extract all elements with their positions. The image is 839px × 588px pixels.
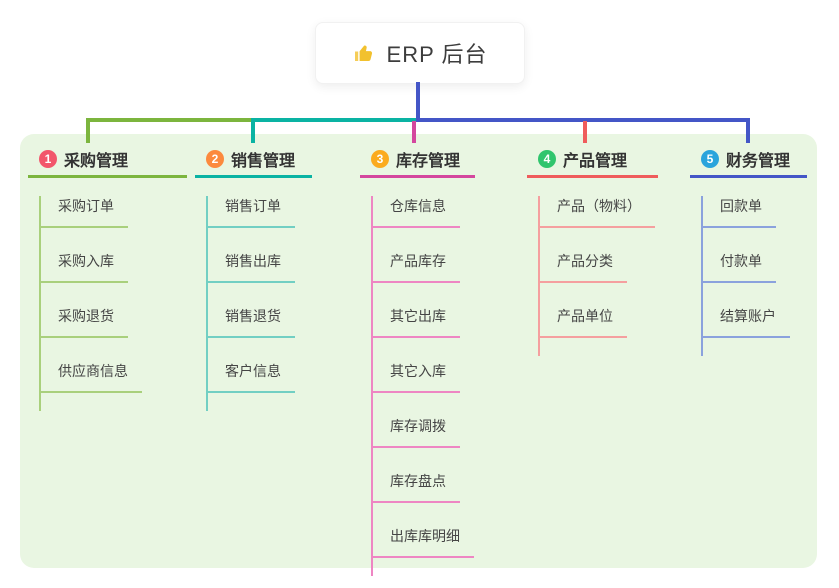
child-node[interactable]: 回款单 (703, 196, 776, 228)
child-node-label: 采购入库 (58, 253, 114, 269)
child-node-label: 产品库存 (390, 253, 446, 269)
child-node[interactable]: 销售订单 (208, 196, 295, 228)
child-node-label: 客户信息 (225, 363, 281, 379)
branch-children-group: 产品（物料） 产品分类 产品单位 (538, 196, 658, 356)
root-node-label: ERP 后台 (386, 42, 488, 67)
connector-branch1-horizontal (86, 118, 255, 122)
child-node-label: 仓库信息 (390, 198, 446, 214)
child-node-label: 库存调拨 (390, 418, 446, 434)
child-node-label: 产品（物料） (557, 198, 641, 214)
root-node[interactable]: ERP 后台 (315, 22, 525, 84)
child-node[interactable]: 采购订单 (41, 196, 128, 228)
root-connector-line (416, 82, 420, 118)
child-node[interactable]: 采购入库 (41, 251, 128, 283)
child-node[interactable]: 其它出库 (373, 306, 460, 338)
branch-title: 库存管理 (396, 153, 461, 170)
branch-number-badge: 5 (701, 150, 719, 168)
child-node[interactable]: 产品单位 (540, 306, 627, 338)
child-node[interactable]: 产品库存 (373, 251, 460, 283)
child-node[interactable]: 供应商信息 (41, 361, 142, 393)
branch-title: 销售管理 (231, 153, 296, 170)
connector-branch2-drop (251, 118, 255, 143)
branch-product-header[interactable]: 4 产品管理 (538, 148, 658, 170)
branch-finance: 5 财务管理 回款单 付款单 结算账户 (690, 148, 807, 356)
branch-underline (527, 175, 658, 178)
branch-product: 4 产品管理 产品（物料） 产品分类 产品单位 (527, 148, 658, 356)
child-node[interactable]: 销售退货 (208, 306, 295, 338)
child-node-label: 出库库明细 (390, 528, 460, 544)
branch-children-group: 采购订单 采购入库 采购退货 供应商信息 (39, 196, 187, 411)
connector-branch3-drop (412, 121, 416, 143)
branch-children-group: 仓库信息 产品库存 其它出库 其它入库 库存调拨 库存盘点 出库库明细 (371, 196, 475, 576)
connector-branch5-drop (746, 118, 750, 143)
branch-sales: 2 销售管理 销售订单 销售出库 销售退货 客户信息 (195, 148, 312, 411)
child-node-label: 供应商信息 (58, 363, 128, 379)
child-node-label: 产品单位 (557, 308, 613, 324)
child-node-label: 采购订单 (58, 198, 114, 214)
child-node[interactable]: 客户信息 (208, 361, 295, 393)
child-node[interactable]: 结算账户 (703, 306, 790, 338)
connector-branch1-drop (86, 118, 90, 143)
child-node-label: 其它出库 (390, 308, 446, 324)
child-node-label: 库存盘点 (390, 473, 446, 489)
child-node[interactable]: 其它入库 (373, 361, 460, 393)
branches-panel (20, 134, 817, 568)
branch-inventory-header[interactable]: 3 库存管理 (371, 148, 475, 170)
child-node-label: 结算账户 (720, 308, 776, 324)
connector-branch2-horizontal (251, 118, 416, 122)
branch-title: 财务管理 (726, 153, 791, 170)
child-node[interactable]: 仓库信息 (373, 196, 460, 228)
child-node[interactable]: 出库库明细 (373, 526, 474, 558)
branch-underline (690, 175, 807, 178)
child-node[interactable]: 产品分类 (540, 251, 627, 283)
child-node[interactable]: 产品（物料） (540, 196, 655, 228)
branch-purchase: 1 采购管理 采购订单 采购入库 采购退货 供应商信息 (28, 148, 187, 411)
branch-underline (195, 175, 312, 178)
branch-purchase-header[interactable]: 1 采购管理 (39, 148, 187, 170)
branch-number-badge: 2 (206, 150, 224, 168)
branch-inventory: 3 库存管理 仓库信息 产品库存 其它出库 其它入库 库存调拨 库存盘点 出库库… (360, 148, 475, 576)
child-node[interactable]: 采购退货 (41, 306, 128, 338)
branch-number-badge: 4 (538, 150, 556, 168)
branch-children-group: 回款单 付款单 结算账户 (701, 196, 807, 356)
connector-branch5-horizontal (416, 118, 750, 122)
child-node[interactable]: 付款单 (703, 251, 776, 283)
child-node[interactable]: 库存调拨 (373, 416, 460, 448)
child-node-label: 销售订单 (225, 198, 281, 214)
child-node[interactable]: 库存盘点 (373, 471, 460, 503)
child-node-label: 采购退货 (58, 308, 114, 324)
thumbs-up-icon (354, 45, 372, 61)
branch-underline (28, 175, 187, 178)
branch-title: 产品管理 (563, 153, 628, 170)
child-node[interactable]: 销售出库 (208, 251, 295, 283)
branch-sales-header[interactable]: 2 销售管理 (206, 148, 312, 170)
branch-finance-header[interactable]: 5 财务管理 (701, 148, 807, 170)
branch-title: 采购管理 (64, 153, 129, 170)
child-node-label: 其它入库 (390, 363, 446, 379)
child-node-label: 销售出库 (225, 253, 281, 269)
child-node-label: 销售退货 (225, 308, 281, 324)
child-node-label: 付款单 (720, 253, 762, 269)
child-node-label: 回款单 (720, 198, 762, 214)
branch-underline (360, 175, 475, 178)
child-node-label: 产品分类 (557, 253, 613, 269)
branch-children-group: 销售订单 销售出库 销售退货 客户信息 (206, 196, 312, 411)
branch-number-badge: 3 (371, 150, 389, 168)
connector-branch4-drop (583, 121, 587, 143)
branch-number-badge: 1 (39, 150, 57, 168)
